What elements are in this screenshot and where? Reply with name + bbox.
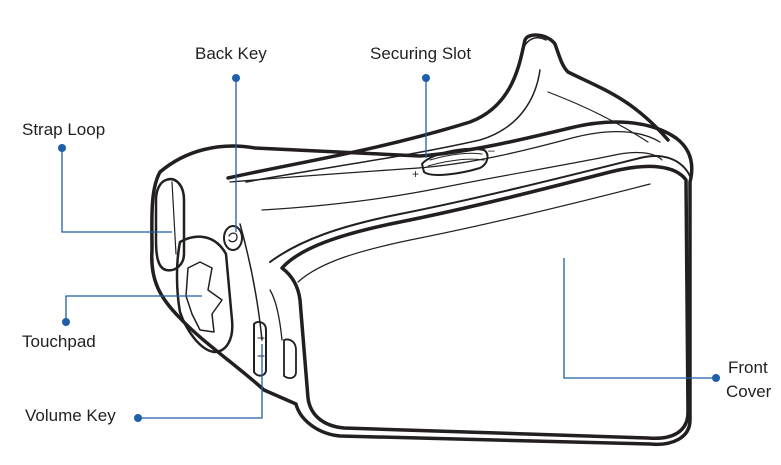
back-arrow-icon: [228, 232, 238, 243]
volume-key: [253, 321, 267, 377]
label-touchpad: Touchpad: [22, 332, 96, 351]
touchpad-outline: [175, 235, 234, 354]
body-outline: [150, 120, 694, 447]
securing-slot-wheel: [421, 148, 489, 176]
side-port: [283, 338, 297, 379]
front-cover-top-rim: [269, 155, 691, 263]
touchpad-cross: [185, 261, 223, 333]
dot-front-cover: [712, 374, 720, 382]
callout-strap-loop: [61, 148, 172, 233]
label-front-cover-line2: Cover: [726, 382, 772, 401]
front-cover-outline: [280, 164, 690, 441]
label-strap-loop: Strap Loop: [22, 120, 106, 139]
label-volume-key: Volume Key: [25, 406, 116, 425]
label-back-key: Back Key: [195, 44, 267, 63]
label-front-cover-line1: Front: [728, 358, 768, 377]
slot-plus-mark: +: [412, 167, 419, 181]
back-key-button: [223, 225, 243, 251]
dot-volume-key: [134, 414, 142, 422]
dot-securing-slot: [422, 74, 430, 82]
front-cover-inner-edge: [297, 183, 651, 283]
label-securing-slot: Securing Slot: [370, 44, 472, 63]
dot-touchpad: [62, 318, 70, 326]
top-plate-edge-2: [261, 151, 663, 211]
dot-back-key: [232, 74, 240, 82]
face-cushion-inner: [245, 69, 541, 183]
face-cushion-outline: [226, 33, 670, 180]
callout-volume-key: [138, 344, 263, 419]
top-plate-edge: [229, 130, 661, 183]
slot-minus-mark: –: [488, 143, 495, 157]
callout-front-cover: [563, 258, 716, 379]
dot-strap-loop: [58, 144, 66, 152]
side-panel: [154, 177, 186, 272]
strap-fold: [519, 37, 547, 59]
cushion-ridge: [547, 91, 649, 143]
callout-touchpad: [65, 295, 202, 322]
